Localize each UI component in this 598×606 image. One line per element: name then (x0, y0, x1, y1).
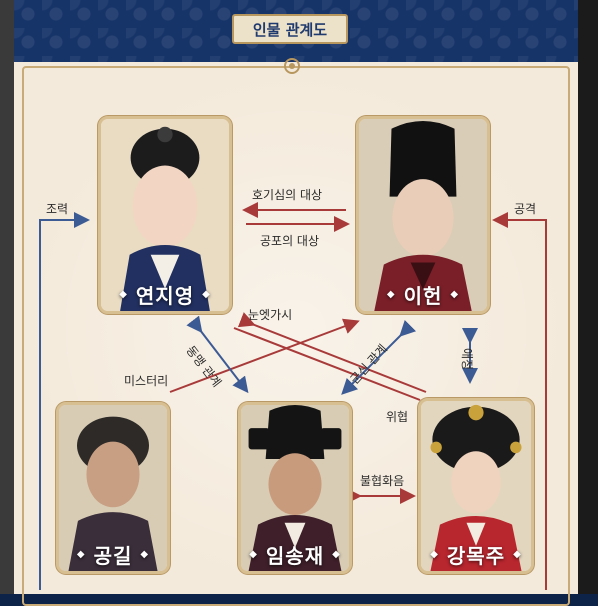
name-lee-heon: ◆이헌◆ (386, 283, 460, 308)
portrait-gong-gil (59, 405, 167, 571)
card-gong-gil[interactable]: ◆공길◆ (56, 402, 170, 574)
label-cooperation: 조력 (46, 202, 69, 216)
arrow-threat (237, 312, 427, 393)
portrait-lee-heon (359, 119, 487, 311)
left-edge (0, 0, 14, 594)
label-discord: 불협화음 (360, 474, 405, 488)
name-gong-gil: ◆공길◆ (76, 543, 150, 568)
arrow-attack (492, 212, 547, 590)
label-curiosity: 호기심의 대상 (252, 188, 323, 202)
label-threat: 위협 (386, 410, 409, 424)
card-im-songjae[interactable]: ◆임송재◆ (238, 402, 352, 574)
card-lee-heon[interactable]: ◆이헌◆ (356, 116, 490, 314)
card-yeon-jiyeong[interactable]: ◆연지영◆ (98, 116, 232, 314)
right-edge (578, 0, 598, 594)
portrait-im-songjae (241, 405, 349, 571)
knot-ornament-icon (284, 58, 300, 74)
portrait-kang-mokju (421, 401, 531, 571)
name-kang-mokju: ◆강목주◆ (430, 543, 522, 568)
arrow-cooperation (39, 212, 90, 590)
label-thorn: 눈엣가시 (248, 308, 293, 322)
label-affection: 애정 (460, 348, 474, 371)
header-banner (14, 0, 578, 62)
label-attack: 공격 (514, 202, 537, 216)
name-im-songjae: ◆임송재◆ (249, 543, 341, 568)
card-kang-mokju[interactable]: ◆강목주◆ (418, 398, 534, 574)
name-yeon-jiyeong: ◆연지영◆ (119, 283, 211, 308)
arrow-vassal (341, 319, 417, 395)
arrow-colleague (186, 315, 249, 394)
page-title: 인물 관계도 (232, 14, 348, 44)
label-fear: 공포의 대상 (260, 234, 320, 248)
portrait-yeon-jiyeong (101, 119, 229, 311)
arrow-thorn (233, 327, 421, 401)
label-mystery: 미스터리 (124, 374, 169, 388)
